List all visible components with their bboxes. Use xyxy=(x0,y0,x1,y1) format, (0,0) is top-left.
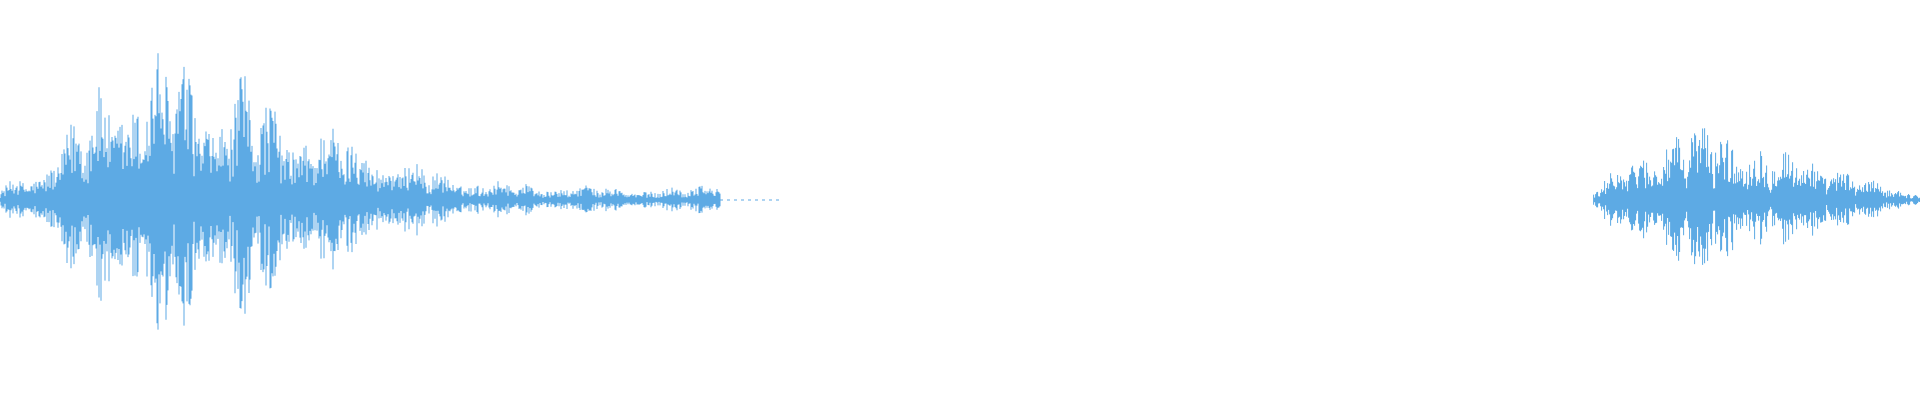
waveform-segment-1 xyxy=(0,53,721,330)
waveform-group xyxy=(0,53,1920,330)
waveform-segment-2 xyxy=(1593,128,1920,265)
